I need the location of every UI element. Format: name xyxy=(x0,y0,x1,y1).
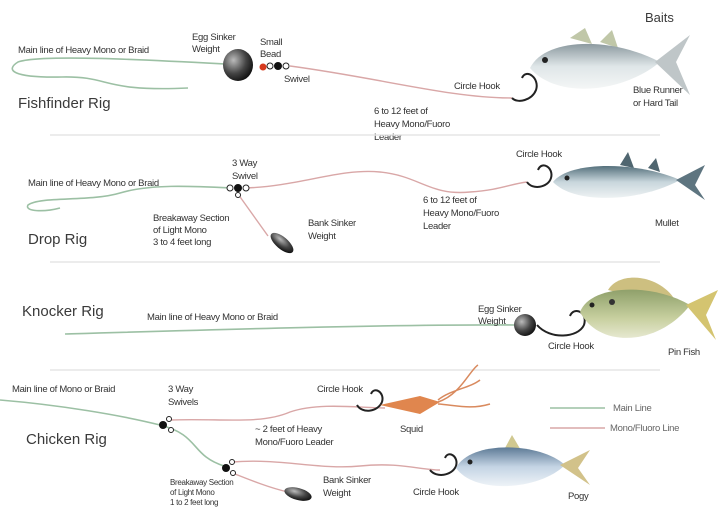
sinker-label: Egg Sinker xyxy=(478,304,522,315)
main-line-label: Main line of Heavy Mono or Braid xyxy=(18,45,149,56)
leader-label: Mono/Fuoro Leader xyxy=(255,437,333,448)
rig-title: Drop Rig xyxy=(28,231,87,248)
squid-icon xyxy=(380,364,491,414)
breakaway-label: 1 to 2 feet long xyxy=(170,498,218,507)
breakaway-label: Breakaway Section xyxy=(170,478,233,487)
circle-hook-icon xyxy=(511,72,538,102)
breakaway-label: of Light Mono xyxy=(153,225,207,236)
chicken-rig: Main line of Mono or Braid 3 Way Swivels… xyxy=(0,364,590,507)
breakaway-label: 3 to 4 feet long xyxy=(153,237,211,248)
main-line xyxy=(0,399,225,467)
circle-hook-icon xyxy=(536,310,586,337)
sinker-label: Egg Sinker xyxy=(192,32,236,43)
leader-label: Heavy Mono/Fuoro xyxy=(423,208,499,219)
hook-label: Circle Hook xyxy=(454,81,500,92)
leader-label: 6 to 12 feet of xyxy=(374,106,428,117)
circle-hook-icon xyxy=(356,389,384,412)
pin-fish-icon xyxy=(580,277,718,340)
swivel-icon xyxy=(266,62,290,70)
hook-label: Circle Hook xyxy=(548,341,594,352)
leader-line xyxy=(231,460,441,471)
swivel-label: Swivel xyxy=(232,171,258,182)
sinker-label: Weight xyxy=(192,44,220,55)
breakaway-label: of Light Mono xyxy=(170,488,215,497)
bank-sinker-icon xyxy=(270,232,294,254)
bead-label: Bead xyxy=(260,49,281,60)
rig-title: Chicken Rig xyxy=(26,431,107,448)
main-line xyxy=(11,57,226,90)
bait-label: Squid xyxy=(400,424,423,435)
hook-label: Circle Hook xyxy=(413,487,459,498)
main-line xyxy=(64,324,516,335)
swivel-label: 3 Way xyxy=(232,158,258,169)
bait-label: Pogy xyxy=(568,491,589,502)
main-line xyxy=(26,185,232,212)
egg-sinker-icon xyxy=(514,314,536,336)
hook-label: Circle Hook xyxy=(317,384,363,395)
three-way-swivel-icon xyxy=(226,184,250,198)
bait-label: or Hard Tail xyxy=(633,98,678,109)
breakaway-label: Breakaway Section xyxy=(153,213,229,224)
breakaway-line xyxy=(229,471,289,493)
leader-line xyxy=(289,65,513,99)
baits-heading: Baits xyxy=(645,10,674,25)
leader-line xyxy=(169,405,386,421)
three-way-swivel-icon xyxy=(222,459,236,476)
knocker-rig: Main line of Heavy Mono or Braid Egg Sin… xyxy=(22,277,718,358)
sinker-label: Bank Sinker xyxy=(308,218,356,229)
sinker-label: Weight xyxy=(308,231,336,242)
leader-label: 6 to 12 feet of xyxy=(423,195,477,206)
fishfinder-rig: Main line of Heavy Mono or Braid Egg Sin… xyxy=(11,28,690,143)
main-line-label: Main line of Mono or Braid xyxy=(12,384,115,395)
swivel-label: 3 Way xyxy=(168,384,194,395)
sinker-label: Weight xyxy=(478,316,506,327)
rig-title: Fishfinder Rig xyxy=(18,95,111,112)
main-line-label: Main line of Heavy Mono or Braid xyxy=(147,312,278,323)
leader-label: ~ 2 feet of Heavy xyxy=(255,424,323,435)
drop-rig: Main line of Heavy Mono or Braid 3 Way S… xyxy=(26,149,705,254)
swivel-label: Swivel xyxy=(284,74,310,85)
bank-sinker-icon xyxy=(284,487,312,501)
egg-sinker-icon xyxy=(223,49,253,81)
circle-hook-icon xyxy=(429,453,458,476)
legend: Main Line Mono/Fluoro Line xyxy=(550,403,679,434)
legend-label: Mono/Fluoro Line xyxy=(610,423,679,434)
leader-label: Leader xyxy=(423,221,451,232)
bait-label: Mullet xyxy=(655,218,679,229)
leader-label: Leader xyxy=(374,132,402,143)
legend-label: Main Line xyxy=(613,403,652,414)
rig-title: Knocker Rig xyxy=(22,303,104,320)
leader-label: Heavy Mono/Fuoro xyxy=(374,119,450,130)
bait-label: Blue Runner xyxy=(633,85,683,96)
sinker-label: Bank Sinker xyxy=(323,475,371,486)
sinker-label: Weight xyxy=(323,488,351,499)
bait-label: Pin Fish xyxy=(668,347,700,358)
swivel-label: Swivels xyxy=(168,397,199,408)
mullet-fish-icon xyxy=(553,152,705,200)
bead-label: Small xyxy=(260,37,282,48)
breakaway-line xyxy=(237,193,269,237)
blue-runner-fish-icon xyxy=(530,28,690,95)
hook-label: Circle Hook xyxy=(516,149,562,160)
leader-line xyxy=(245,170,528,194)
three-way-swivel-icon xyxy=(159,416,174,433)
circle-hook-icon xyxy=(526,164,553,188)
main-line-label: Main line of Heavy Mono or Braid xyxy=(28,178,159,189)
bead-icon xyxy=(259,63,267,71)
pogy-fish-icon xyxy=(456,435,590,487)
